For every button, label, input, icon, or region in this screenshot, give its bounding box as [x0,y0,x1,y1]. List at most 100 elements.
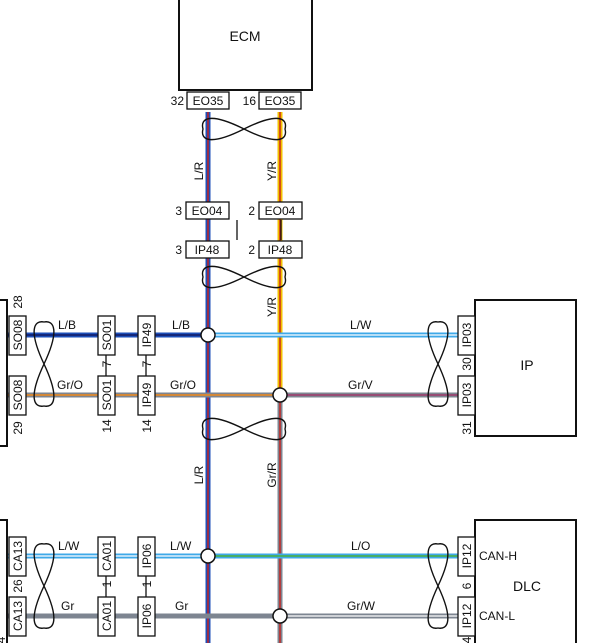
pin-number: 26 [11,579,25,593]
twist-marker-top [201,117,287,141]
svg-text:EO35: EO35 [265,94,296,108]
twist-marker-ip03 [427,321,449,407]
wire-label: L/O [351,539,370,553]
left-module-lower [0,519,8,643]
connector-ip48-right: IP48 2 [248,240,303,259]
wire-label: L/W [350,318,372,332]
twist-marker-so-left [33,321,55,407]
ip-module: IP [474,299,577,437]
pin-number: 28 [11,295,25,309]
svg-text:IP48: IP48 [268,243,293,257]
connector-eo35-left: EO35 32 [171,91,230,110]
svg-text:IP03: IP03 [460,322,474,347]
svg-text:EO04: EO04 [265,204,296,218]
connector-ca13-top: CA13 26 [8,536,27,593]
connector-so01-top: SO01 7 [97,315,116,367]
splice-node [272,608,288,624]
wire-label: Gr/O [170,378,196,392]
svg-text:IP12: IP12 [460,603,474,628]
pin-number: 3 [175,204,182,218]
svg-text:CA13: CA13 [11,541,25,571]
connector-ip48-left: IP48 3 [175,240,230,259]
dlc-label: DLC [513,578,541,594]
pin-number: 4 [460,636,474,643]
wire-label: Gr/R [265,462,279,488]
pin-number: 7 [100,360,114,367]
ecm-module: ECM [178,0,313,91]
splice-node [272,387,288,403]
twist-marker-ip12 [427,543,449,629]
wire-label: L/R [192,161,206,180]
svg-text:SO01: SO01 [100,379,114,410]
dlc-module: DLC CAN-H CAN-L [474,519,577,643]
wire-label: Y/R [265,297,279,317]
pin-number: 14 [100,419,114,433]
svg-text:IP49: IP49 [140,322,154,347]
wire-label: L/W [58,539,80,553]
twist-marker-ca-left [33,543,55,629]
dlc-can-h-label: CAN-H [479,549,517,563]
connector-ip12-top: IP12 6 [457,536,476,589]
wire-label: L/W [170,539,192,553]
pin-number: 30 [460,357,474,371]
pin-number: 1 [100,580,114,587]
svg-text:IP49: IP49 [140,382,154,407]
pin-number: 4 [0,636,8,643]
connector-ca01-top: CA01 1 [97,536,116,587]
wire-label: L/B [172,318,190,332]
pin-number: 3 [175,243,182,257]
connector-eo35-right: EO35 16 [243,91,302,110]
connector-ip03-top: IP03 30 [457,315,476,371]
dlc-can-l-label: CAN-L [479,609,515,623]
connector-ip06-bot: IP06 [137,596,156,637]
ecm-label: ECM [229,28,260,44]
svg-text:CA13: CA13 [11,601,25,631]
connector-ip03-bot: IP03 31 [457,375,476,435]
connector-ca13-bot: CA13 4 [0,596,27,643]
wire-label: L/R [192,465,206,484]
svg-text:EO35: EO35 [193,94,224,108]
connector-so01-bot: SO01 14 [97,375,116,433]
wire-label: Gr/W [347,599,376,613]
connector-eo04-left: EO04 3 [175,201,230,220]
svg-text:SO01: SO01 [100,319,114,350]
svg-text:IP12: IP12 [460,543,474,568]
twist-marker-mid [201,417,287,441]
wire-label: L/B [58,318,76,332]
pin-number: 1 [140,580,154,587]
splice-node [200,548,216,564]
pin-number: 14 [140,419,154,433]
pin-number: 7 [140,360,154,367]
svg-text:SO08: SO08 [11,319,25,350]
pin-number: 6 [460,582,474,589]
left-module-upper [0,299,8,447]
connector-ip12-bot: IP12 4 [457,596,476,643]
twist-marker-ip48 [201,265,287,289]
svg-text:SO08: SO08 [11,379,25,410]
connector-ca01-bot: CA01 [97,596,116,637]
splice-node [200,327,216,343]
ip-label: IP [520,357,533,373]
pin-number: 2 [248,204,255,218]
pin-number: 2 [248,243,255,257]
connector-ip49-bot: IP49 14 [137,375,156,433]
svg-text:IP06: IP06 [140,543,154,568]
connector-ip49-top: IP49 7 [137,315,156,367]
svg-text:CA01: CA01 [100,601,114,631]
connector-so08-top: SO08 28 [8,295,27,356]
wire-label: Y/R [265,161,279,181]
connector-so08-bot: SO08 29 [8,375,27,435]
wire-label: Gr/O [57,378,83,392]
pin-number: 31 [460,421,474,435]
wire-label: Gr [175,599,188,613]
svg-text:IP06: IP06 [140,603,154,628]
svg-text:IP48: IP48 [195,243,220,257]
svg-text:CA01: CA01 [100,541,114,571]
pin-number: 32 [171,94,185,108]
svg-text:EO04: EO04 [192,204,223,218]
pin-number: 16 [243,94,257,108]
pin-number: 29 [11,421,25,435]
svg-text:IP03: IP03 [460,382,474,407]
wire-label: Gr [61,599,74,613]
